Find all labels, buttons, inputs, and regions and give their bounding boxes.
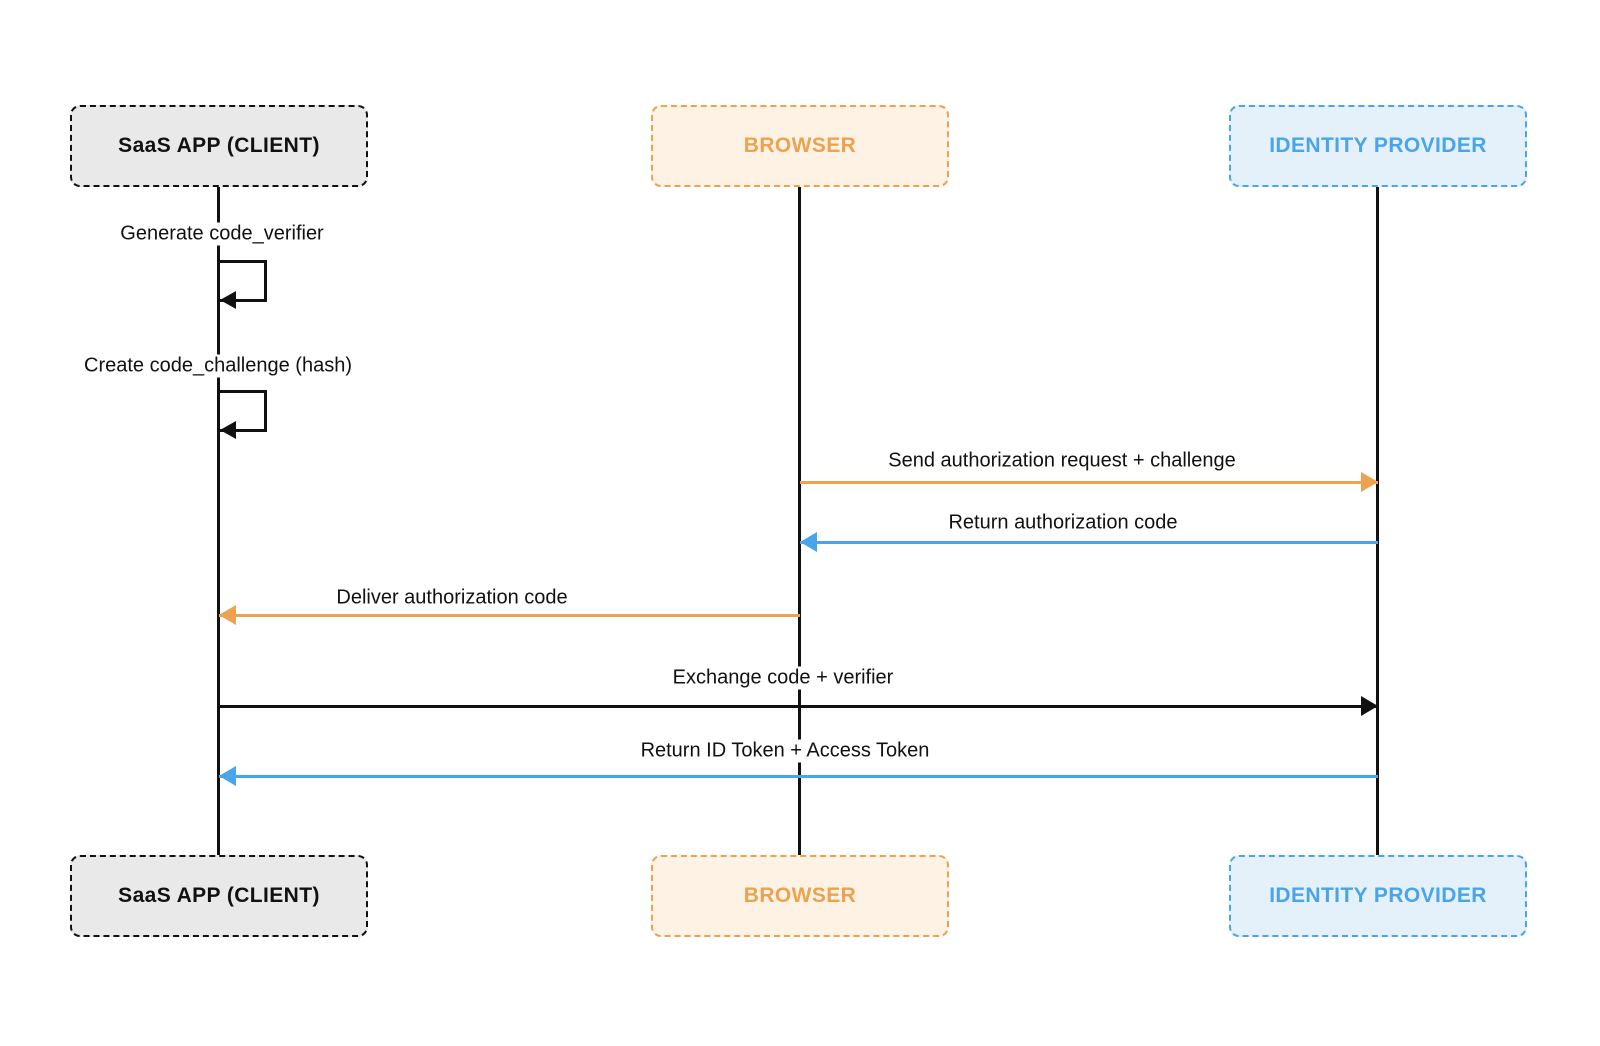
actor-box-saas-top: SaaS APP (CLIENT) bbox=[70, 105, 368, 187]
actor-box-browser-top: BROWSER bbox=[651, 105, 949, 187]
arrowhead-right-icon bbox=[1361, 696, 1378, 716]
message-label-exchange-code-verifier: Exchange code + verifier bbox=[664, 666, 902, 690]
arrowhead-left-icon bbox=[220, 291, 236, 309]
self-loop-create-code-challenge bbox=[219, 390, 267, 432]
message-label-send-authorization-request: Send authorization request + challenge bbox=[880, 449, 1244, 473]
message-label-return-authorization-code: Return authorization code bbox=[940, 511, 1186, 535]
lifeline-idp bbox=[1376, 187, 1379, 855]
actor-label-saas: SaaS APP (CLIENT) bbox=[118, 884, 320, 907]
arrowhead-left-icon bbox=[800, 532, 817, 552]
lifeline-saas bbox=[217, 187, 220, 855]
actor-box-browser-bottom: BROWSER bbox=[651, 855, 949, 937]
self-action-label-create-code-challenge: Create code_challenge (hash) bbox=[76, 354, 360, 378]
arrowhead-right-icon bbox=[1361, 472, 1378, 492]
arrowhead-left-icon bbox=[219, 605, 236, 625]
actor-box-idp-bottom: IDENTITY PROVIDER bbox=[1229, 855, 1527, 937]
arrowhead-left-icon bbox=[219, 766, 236, 786]
message-line-return-authorization-code bbox=[800, 541, 1378, 544]
message-label-return-tokens: Return ID Token + Access Token bbox=[632, 739, 938, 763]
actor-box-saas-bottom: SaaS APP (CLIENT) bbox=[70, 855, 368, 937]
actor-label-idp: IDENTITY PROVIDER bbox=[1269, 884, 1487, 907]
self-action-label-generate-code-verifier: Generate code_verifier bbox=[112, 222, 332, 246]
actor-label-browser: BROWSER bbox=[743, 884, 857, 907]
actor-label-idp: IDENTITY PROVIDER bbox=[1269, 134, 1487, 157]
message-line-exchange-code-verifier bbox=[219, 705, 1378, 708]
message-line-send-authorization-request bbox=[800, 481, 1378, 484]
message-line-deliver-authorization-code bbox=[219, 614, 800, 617]
message-line-return-tokens bbox=[219, 775, 1378, 778]
arrowhead-left-icon bbox=[220, 421, 236, 439]
lifeline-browser bbox=[798, 187, 801, 855]
self-loop-generate-code-verifier bbox=[219, 260, 267, 302]
actor-label-browser: BROWSER bbox=[743, 134, 857, 157]
message-label-deliver-authorization-code: Deliver authorization code bbox=[328, 586, 576, 610]
actor-label-saas: SaaS APP (CLIENT) bbox=[118, 134, 320, 157]
actor-box-idp-top: IDENTITY PROVIDER bbox=[1229, 105, 1527, 187]
